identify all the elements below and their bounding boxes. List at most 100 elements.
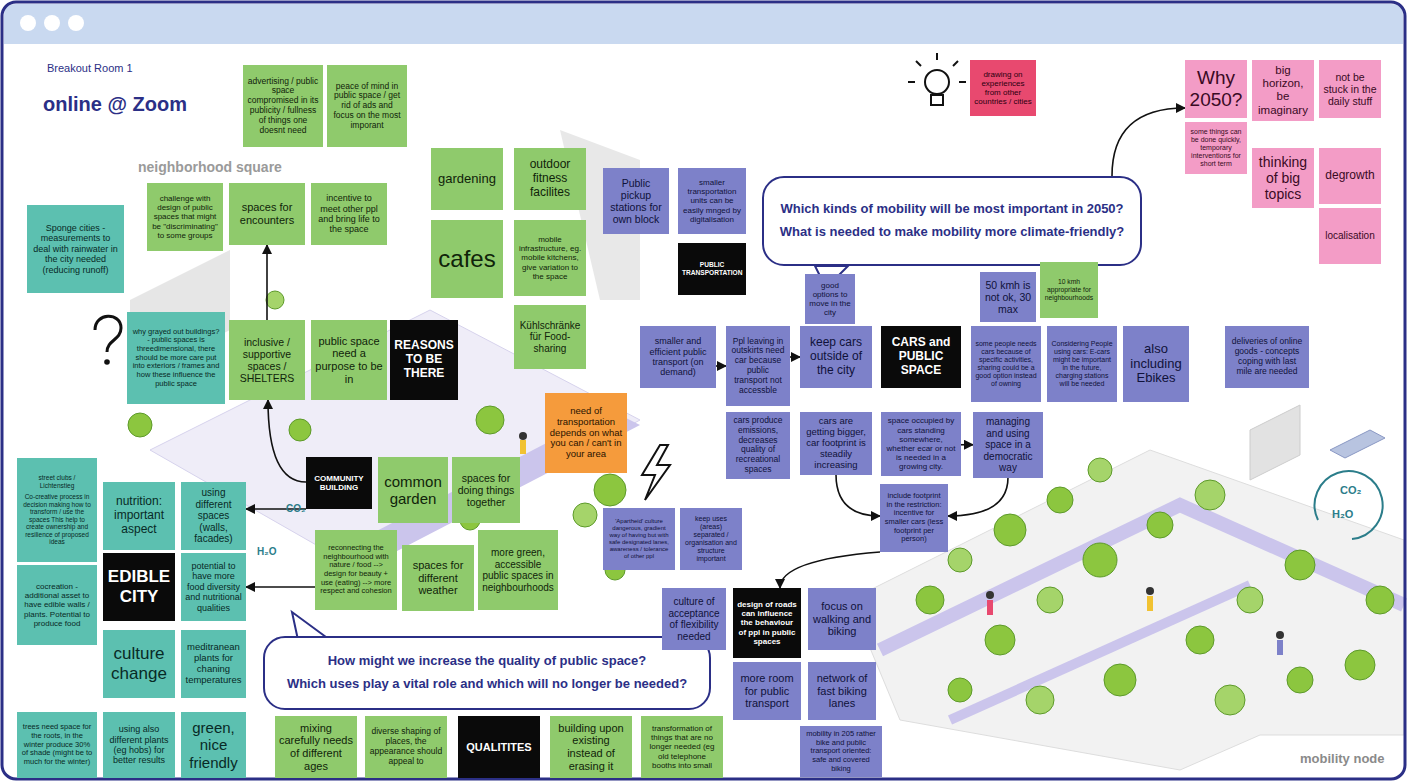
sticky-note: challenge with design of public spaces t…: [147, 183, 223, 251]
note-text: incentive to meet other ppl and bring li…: [315, 193, 383, 234]
note-text: challenge with design of public spaces t…: [151, 194, 219, 240]
note-text: spaces for doing things together: [456, 472, 516, 508]
mobility-illustration: [1285, 550, 1315, 580]
sticky-note: also including Ebikes: [1123, 326, 1189, 402]
mobility-illustration: [986, 591, 994, 599]
mobility-illustration: [948, 548, 972, 572]
sticky-note: 50 kmh is not ok, 30 max: [980, 272, 1036, 322]
mobility-illustration: [987, 600, 993, 615]
sticky-note: deliveries of online goods - concepts co…: [1225, 326, 1309, 388]
lightbulb-icon: [908, 53, 966, 105]
square-illustration: [289, 419, 311, 441]
note-text: culture change: [107, 644, 171, 683]
sticky-note: building upon existing instead of erasin…: [550, 716, 632, 778]
board-title: online @ Zoom: [43, 93, 187, 115]
arrow-connector: [836, 475, 880, 516]
note-text: mobile infrastructure, eg. mobile kitche…: [518, 235, 582, 281]
sticky-note: include footprint in the restriction: in…: [880, 484, 948, 552]
note-text: QUALITITES: [462, 741, 536, 754]
lightbulb-icon: [959, 81, 966, 83]
sticky-note: inclusive / supportive spaces / SHELTERS: [229, 320, 305, 400]
sticky-note: Ppl leaving in outskirts need car becaus…: [726, 326, 790, 406]
sticky-note: spaces for different weather: [402, 545, 474, 611]
mobility-illustration: [948, 678, 972, 702]
sticky-note: cocreation - additional asset to have ed…: [17, 565, 97, 645]
sticky-note: network of fast biking lanes: [808, 662, 876, 720]
arrow-connector: [266, 245, 268, 320]
note-text: smaller and efficient public transport (…: [644, 336, 712, 377]
note-text: mobility in 205 rather bike and public t…: [804, 730, 878, 773]
area-label: neighborhood square: [138, 160, 282, 175]
mobility-illustration: [1330, 430, 1385, 458]
bubble-tails: [292, 266, 848, 640]
note-text: cars produce emissions, decreases qualit…: [730, 416, 786, 475]
square-illustration: [520, 440, 526, 454]
note-text: 'Apartheid' culture dangerous, gradient …: [607, 518, 671, 559]
note-text: Considering People using cars: E-cars mi…: [1051, 340, 1113, 388]
lightbulb-icon: [908, 81, 915, 83]
speech-bubble: How might we increase the quality of pub…: [263, 636, 711, 710]
note-text: Which kinds of mobility will be most imp…: [778, 202, 1126, 217]
note-text: need of transportation depends on what y…: [549, 406, 623, 461]
note-text: degrowth: [1323, 169, 1377, 183]
lightning-icon: [642, 445, 670, 500]
note-text: deliveries of online goods - concepts co…: [1229, 337, 1305, 376]
arrow-connector: [948, 478, 1008, 517]
note-text: Public pickup stations for own block: [607, 177, 665, 225]
sticky-note: spaces for encounters: [229, 183, 305, 245]
note-text: Kühlschränke für Food-sharing: [518, 320, 582, 355]
sticky-note: trees need space for the roots, in the w…: [17, 712, 97, 778]
square-illustration: [128, 413, 152, 437]
mobility-illustration: [1276, 631, 1284, 639]
note-text: street clubs / Lichtenstieg: [21, 474, 93, 489]
note-text: include footprint in the restriction: in…: [884, 492, 944, 544]
speech-bubble: Which kinds of mobility will be most imp…: [762, 176, 1142, 266]
sticky-note: Considering People using cars: E-cars mi…: [1047, 326, 1117, 402]
note-text: culture of acceptance of flexibility nee…: [666, 596, 722, 642]
sticky-note: 10 kmh appropriate for neighbourhoods: [1040, 262, 1098, 318]
square-illustration: [128, 130, 640, 580]
window-bar: [4, 4, 1403, 44]
square-illustration: [266, 291, 284, 309]
heading-note: CARS and PUBLIC SPACE: [881, 326, 961, 388]
note-text: using also different plants (eg hobs) fo…: [107, 724, 171, 765]
mobility-illustration: [994, 514, 1026, 546]
mobility-illustration: [1104, 664, 1136, 696]
note-text: mixing carefully needs of different ages: [279, 722, 353, 773]
sticky-note: some things can be done quickly, tempora…: [1185, 122, 1247, 174]
sticky-note: potential to have more food diversity an…: [181, 553, 246, 621]
sticky-note: more green, accessible public spaces in …: [478, 530, 558, 610]
mobility-illustration: [1147, 596, 1153, 611]
note-text: Sponge cities - measurements to deal wit…: [31, 223, 120, 275]
sticky-note: need of transportation depends on what y…: [545, 393, 627, 473]
note-text: diverse shaping of places, the appearanc…: [369, 727, 443, 766]
note-text: 50 kmh is not ok, 30 max: [984, 279, 1032, 315]
lightbulb-icon: [936, 53, 938, 60]
mobility-illustration: [1026, 686, 1054, 714]
lightbulb-icon: [925, 70, 949, 94]
note-text: building upon existing instead of erasin…: [554, 722, 628, 773]
arrow-connector: [961, 444, 973, 446]
sticky-note: mobile infrastructure, eg. mobile kitche…: [514, 220, 586, 296]
heading-note: REASONS TO BE THERE: [390, 320, 458, 400]
note-text: 10 kmh appropriate for neighbourhoods: [1044, 278, 1094, 301]
sticky-note: localisation: [1319, 208, 1381, 264]
mobility-illustration: [1195, 480, 1225, 510]
note-text: more green, accessible public spaces in …: [482, 547, 554, 593]
note-text: potential to have more food diversity an…: [185, 561, 242, 613]
sticky-note: peace of mind in public space / get rid …: [327, 65, 407, 147]
note-text: meditranean plants for chaning temperatu…: [185, 642, 242, 686]
note-text: localisation: [1323, 230, 1377, 242]
heading-note: QUALITITES: [458, 716, 540, 778]
mobility-illustration: [1083, 543, 1117, 577]
question-mark-icon: [95, 316, 121, 352]
sticky-note: public space need a purpose to be in: [311, 320, 387, 400]
note-text: good options to move in the city: [809, 281, 851, 318]
mobility-illustration: [916, 586, 944, 614]
note-text: nutrition: important aspect: [107, 495, 171, 536]
note-text: cars are getting bigger, car footprint i…: [804, 416, 868, 471]
square-illustration: [573, 503, 597, 527]
